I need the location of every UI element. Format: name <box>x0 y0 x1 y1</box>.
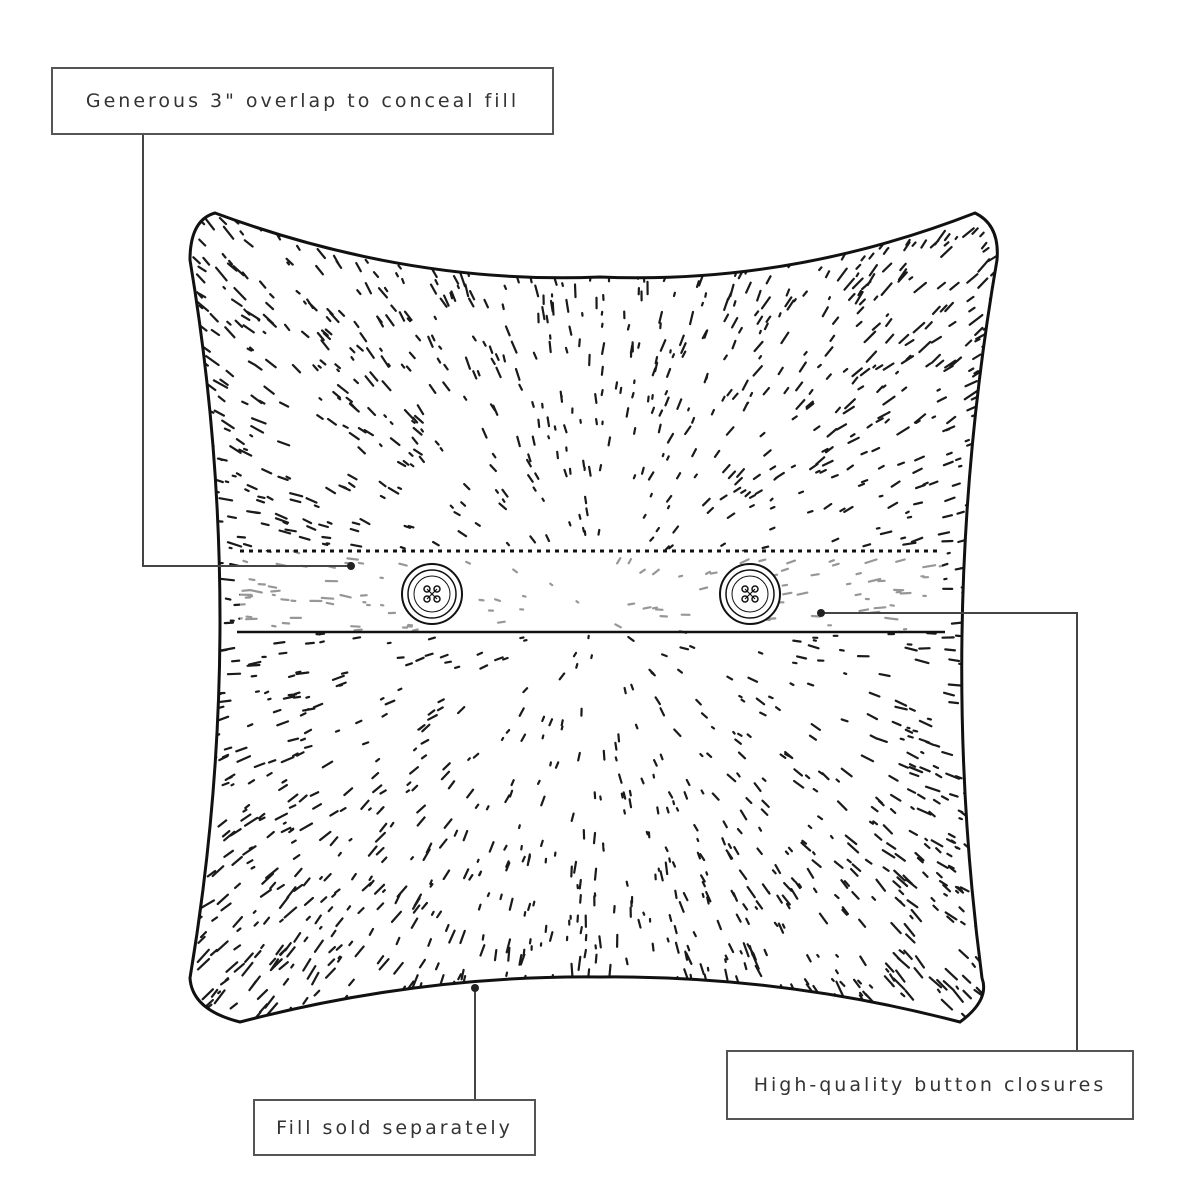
leader-dot-buttons <box>817 609 825 617</box>
callout-overlap-text: Generous 3" overlap to conceal fill <box>85 90 520 112</box>
leader-line-buttons <box>821 612 1078 1050</box>
leader-dot-fill <box>471 984 479 992</box>
callout-button-closures: High-quality button closures <box>726 1050 1134 1120</box>
leader-dot-overlap <box>347 562 355 570</box>
callout-overlap: Generous 3" overlap to conceal fill <box>51 67 554 135</box>
overlap-flap <box>240 551 942 632</box>
pillow-outline <box>188 211 999 1024</box>
callout-button-closures-text: High-quality button closures <box>753 1074 1107 1096</box>
callout-fill-sold-separately: Fill sold separately <box>253 1099 536 1156</box>
sew-button-icon <box>719 563 781 625</box>
leader-line-overlap <box>142 135 350 567</box>
sew-button-icon <box>401 563 463 625</box>
callout-fill-text: Fill sold separately <box>276 1116 513 1139</box>
